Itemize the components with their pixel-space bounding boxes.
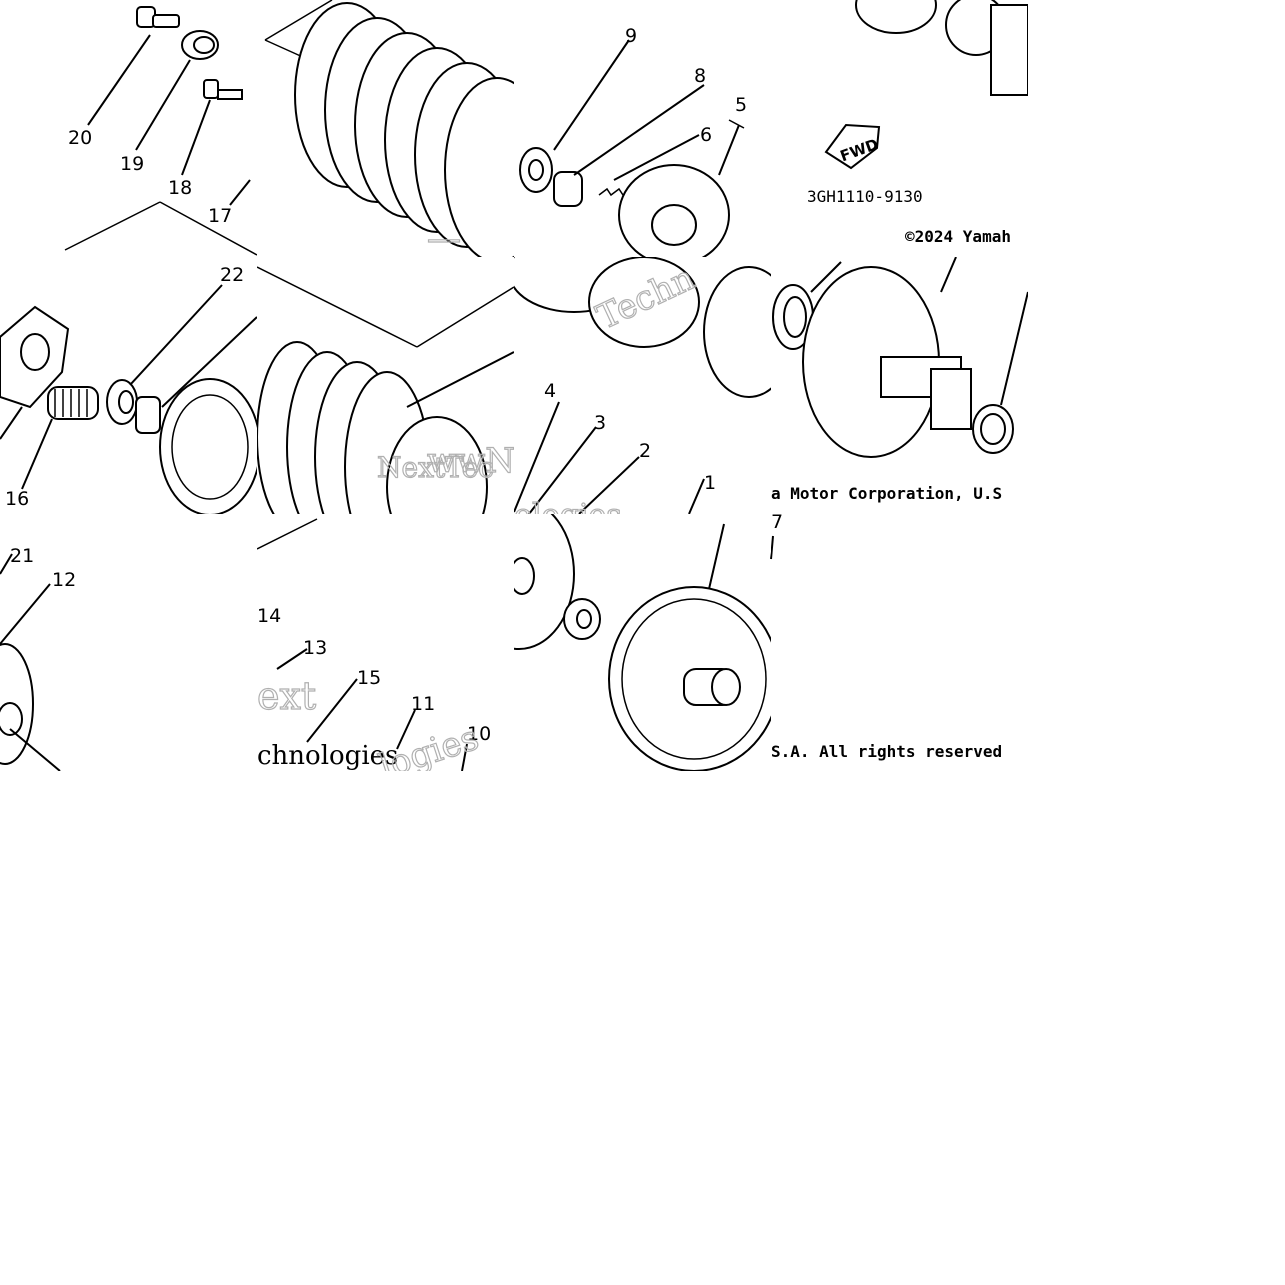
spring-part-16: [47, 386, 99, 420]
callout-9: 9: [625, 25, 637, 47]
clutch-housing-part-1: [608, 586, 771, 771]
pressure-plate: [514, 257, 700, 348]
watermark-text-2: NextTec: [377, 451, 494, 484]
callout-12: 12: [52, 569, 76, 591]
hub-part-5: [618, 164, 730, 257]
primary-driven-gear: [802, 266, 972, 458]
watermark-fragment: —: [427, 219, 461, 257]
watermark-text-1: wwNe: [427, 441, 514, 481]
tile-r2-c4: a Motor Corporation, U.S: [771, 257, 1028, 514]
thrust-washer: [972, 404, 1014, 454]
watermark-text-5: ext: [257, 674, 316, 718]
callout-11: 11: [411, 693, 435, 715]
tile-r3-c4: 7 S.A. All rights reserved: [771, 514, 1028, 771]
callout-3: 3: [594, 412, 606, 434]
tile-r1-c4: FWD 3GH1110-9130 ©2024 Yamah: [771, 0, 1028, 257]
callout-4: 4: [544, 380, 556, 402]
tile-r3-c3: [514, 514, 771, 771]
watermark-text-6: chnologies: [257, 741, 398, 771]
callout-20: 20: [68, 127, 92, 149]
tile-r1-c2: —: [257, 0, 514, 257]
callout-8: 8: [694, 65, 706, 87]
callout-18: 18: [168, 177, 192, 199]
callout-21: 21: [10, 545, 34, 567]
drum-part: [703, 266, 771, 398]
tile-r1-c1: 20 19 18 17: [0, 0, 257, 257]
friction-plates: [257, 341, 488, 514]
tile-r3-c1: 21 12: [0, 514, 257, 771]
tile-r2-c2: wwNe NextTec: [257, 257, 514, 514]
plate-part-8: [553, 171, 583, 207]
clutch-boss: [159, 378, 257, 514]
callout-5: 5: [735, 94, 747, 116]
tile-r2-c3: Techn 4 3 2 1 ologies: [514, 257, 771, 514]
copyright-text-3: S.A. All rights reserved: [771, 742, 1002, 761]
lock-washer: [563, 598, 601, 640]
callout-16: 16: [5, 488, 29, 510]
tile-r3-c2: 14 13 15 11 10 ext chnologies logies: [257, 514, 514, 771]
copyright-text-2: a Motor Corporation, U.S: [771, 484, 1002, 503]
part-code: 3GH1110-9130: [807, 187, 923, 206]
gear-part-12: [0, 643, 34, 765]
watermark-text-7: logies: [375, 718, 484, 771]
bolt-part-18: [203, 79, 243, 100]
plate-disk: [514, 514, 575, 650]
tile-r1-c3: 9 8 6 5: [514, 0, 771, 257]
assembly-top-right: [855, 0, 1028, 96]
plate-part-21: [135, 396, 161, 434]
callout-22: 22: [220, 264, 244, 286]
clutch-plates: [294, 2, 514, 257]
callout-10: 10: [467, 723, 491, 745]
callout-17: 17: [208, 205, 232, 227]
watermark-text-4: ologies: [514, 498, 622, 514]
callout-14: 14: [257, 605, 281, 627]
callout-13: 13: [303, 637, 327, 659]
washer-part-9: [519, 147, 553, 193]
callout-15: 15: [357, 667, 381, 689]
cover-plate: [0, 305, 70, 409]
bolt-part-20: [136, 6, 180, 28]
callout-19: 19: [120, 153, 144, 175]
callout-2: 2: [639, 440, 651, 462]
bearing-part-19: [181, 30, 219, 60]
callout-1: 1: [704, 472, 716, 494]
callout-6: 6: [700, 124, 712, 146]
bearing-part-22: [106, 379, 138, 425]
fwd-arrow-icon: FWD: [824, 123, 881, 170]
callout-7: 7: [771, 514, 783, 533]
tile-r2-c1: 22 16: [0, 257, 257, 514]
copyright-text-1: ©2024 Yamah: [905, 227, 1011, 246]
